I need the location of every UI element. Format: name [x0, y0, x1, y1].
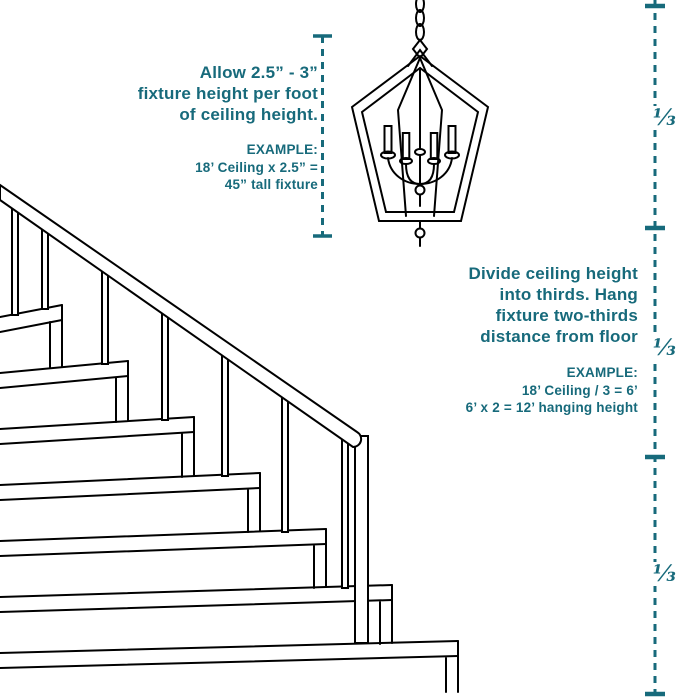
rule-line: Divide ceiling height [468, 264, 638, 283]
rule-line: into thirds. Hang [499, 285, 638, 304]
hanging-height-rule-text: Divide ceiling height into thirds. Hang … [468, 263, 638, 347]
example-label: EXAMPLE: [246, 142, 318, 157]
one-third-label: ⅓ [651, 561, 678, 587]
hanging-height-example: EXAMPLE: 18’ Ceiling / 3 = 6’ 6’ x 2 = 1… [466, 364, 638, 417]
staircase-illustration [0, 183, 459, 693]
example-line: 45” tall fixture [224, 177, 318, 192]
rule-line: fixture two-thirds [495, 306, 638, 325]
chandelier-illustration [350, 0, 490, 247]
fixture-height-rule-text: Allow 2.5” - 3” fixture height per foot … [138, 62, 318, 125]
example-label: EXAMPLE: [566, 365, 638, 380]
rule-line: distance from floor [480, 327, 638, 346]
fixture-height-measure-line [313, 34, 332, 238]
candles [380, 125, 460, 165]
rule-line: Allow 2.5” - 3” [199, 63, 318, 82]
rule-line: fixture height per foot [137, 84, 318, 103]
chain [411, 0, 429, 60]
example-line: 6’ x 2 = 12’ hanging height [465, 400, 638, 415]
one-third-label: ⅓ [651, 105, 678, 131]
handrail [0, 183, 363, 449]
example-line: 18’ Ceiling x 2.5” = [195, 159, 318, 175]
fixture-height-example: EXAMPLE: 18’ Ceiling x 2.5” = 45” tall f… [195, 141, 318, 194]
one-third-label: ⅓ [651, 335, 678, 361]
handrail-end-post [354, 435, 369, 644]
example-line: 18’ Ceiling / 3 = 6’ [521, 382, 638, 398]
rule-line: of ceiling height. [179, 105, 318, 124]
thirds-scale-line [645, 0, 665, 700]
